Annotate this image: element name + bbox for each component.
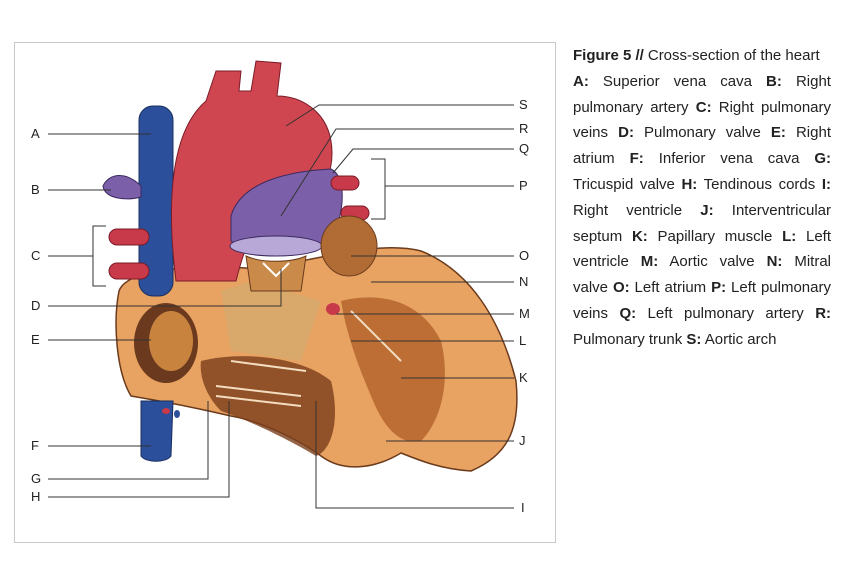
- legend-item: A: Superior vena cava: [573, 73, 752, 90]
- legend-key: O:: [612, 279, 630, 297]
- figure-number: Figure 5 //: [573, 47, 644, 64]
- legend-text: Interventricular septum: [573, 201, 831, 245]
- leader-lines: [48, 104, 514, 509]
- legend-item: K: Papillary muscle: [632, 228, 772, 245]
- legend-item: N: Mitral valve: [573, 253, 831, 296]
- label-q: Q: [519, 141, 530, 156]
- label-h: H: [31, 489, 41, 504]
- label-p: P: [519, 178, 528, 193]
- label-s: S: [519, 97, 528, 112]
- label-b: B: [31, 182, 40, 197]
- legend-item: Q: Left pulmonary artery: [619, 305, 803, 322]
- figure-title: Cross-section of the heart: [647, 47, 820, 64]
- legend-text: Inferior vena cava: [658, 150, 800, 168]
- aortic-valve: [326, 303, 340, 315]
- label-n: N: [519, 274, 529, 289]
- label-r: R: [519, 121, 529, 136]
- label-g: G: [31, 471, 42, 486]
- legend-key: G:: [814, 150, 832, 168]
- legend-text: Pulmonary valve: [644, 124, 761, 142]
- label-l: L: [519, 333, 527, 348]
- legend-item: O: Left atrium: [613, 279, 706, 296]
- legend-item: S: Aortic arch: [686, 331, 776, 348]
- legend-key: L:: [782, 227, 797, 245]
- legend-key: A:: [573, 72, 589, 90]
- label-m: M: [519, 306, 530, 321]
- label-j: J: [519, 433, 526, 448]
- legend-key: J:: [700, 201, 714, 219]
- legend-text: Papillary muscle: [657, 227, 773, 245]
- legend-key: Q:: [619, 304, 637, 322]
- legend-text: Aortic valve: [669, 253, 755, 271]
- legend-key: K:: [631, 227, 648, 245]
- legend-text: Left pulmonary veins: [573, 279, 831, 322]
- legend-item: I: Right ventricle: [573, 176, 831, 219]
- left-atrium: [320, 215, 378, 277]
- label-c: C: [31, 248, 41, 263]
- right-ventricle: [200, 356, 336, 456]
- legend-item: E: Right atrium: [573, 124, 831, 167]
- legend-key: M:: [640, 253, 659, 271]
- legend-item: B: Right pulmonary artery: [573, 73, 831, 116]
- label-k: K: [519, 370, 528, 385]
- legend-key: P:: [711, 279, 727, 297]
- left-ventricle: [341, 297, 445, 442]
- legend-text: Tendinous cords: [703, 175, 816, 193]
- right-pulmonary-artery: [102, 175, 142, 200]
- septum: [221, 281, 321, 361]
- label-o: O: [519, 248, 530, 263]
- label-d: D: [31, 298, 41, 313]
- legend-text: Tricuspid valve: [573, 175, 675, 193]
- legend-text: Right atrium: [573, 124, 831, 168]
- legend-item: G: Tricuspid valve: [573, 150, 831, 193]
- heart-figure: A B C D E F G H S R Q P O N M L K J I: [14, 42, 556, 543]
- legend-item: L: Left ventricle: [573, 228, 831, 271]
- legend-list: A: Superior vena cava B: Right pulmonary…: [573, 73, 831, 348]
- legend-text: Pulmonary trunk: [573, 330, 683, 348]
- legend-item: H: Tendinous cords: [681, 176, 815, 193]
- label-i: I: [521, 500, 525, 515]
- legend-key: C:: [695, 98, 712, 116]
- legend-text: Right ventricle: [573, 201, 683, 219]
- legend-text: Superior vena cava: [602, 72, 752, 90]
- legend-key: B:: [766, 72, 782, 90]
- legend-key: D:: [618, 124, 634, 142]
- pulmonary-valve: [245, 255, 307, 292]
- legend-item: J: Interventricular septum: [573, 202, 831, 245]
- label-a: A: [31, 126, 40, 141]
- legend-item: F: Inferior vena cava: [630, 150, 800, 167]
- legend-key: E:: [770, 124, 786, 142]
- label-e: E: [31, 332, 40, 347]
- legend-text: Mitral valve: [573, 253, 831, 297]
- legend-item: C: Right pulmonary veins: [573, 99, 831, 142]
- legend-item: R: Pulmonary trunk: [573, 305, 831, 348]
- figure-caption: Figure 5 //Cross-section of the heart A:…: [573, 43, 831, 353]
- legend-text: Left ventricle: [573, 227, 832, 271]
- legend-key: F:: [629, 150, 644, 168]
- legend-item: D: Pulmonary valve: [618, 124, 761, 141]
- legend-text: Aortic arch: [704, 330, 777, 348]
- legend-key: I:: [821, 175, 831, 193]
- legend-text: Left pulmonary artery: [647, 304, 804, 322]
- legend-key: R:: [815, 304, 832, 322]
- legend-key: S:: [686, 330, 702, 348]
- legend-key: N:: [766, 253, 783, 271]
- label-f: F: [31, 438, 39, 453]
- legend-item: P: Left pulmonary veins: [573, 279, 831, 322]
- legend-item: M: Aortic valve: [641, 253, 755, 270]
- legend-text: Left atrium: [634, 279, 707, 297]
- legend-text: Right pulmonary artery: [573, 72, 831, 116]
- legend-key: H:: [681, 175, 698, 193]
- legend-text: Right pulmonary veins: [573, 98, 831, 142]
